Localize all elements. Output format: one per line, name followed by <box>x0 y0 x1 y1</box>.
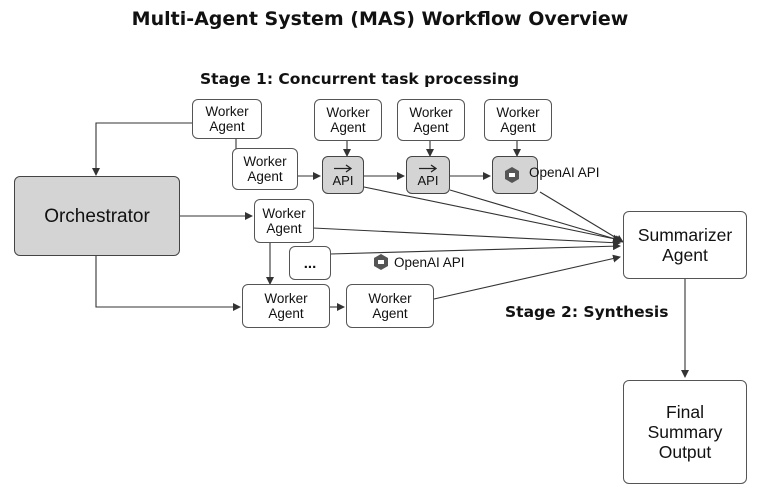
edge-worker1-orchestrator <box>92 122 192 176</box>
final-summary-label: Final Summary Output <box>647 402 723 462</box>
arrow-right-icon <box>419 163 438 173</box>
edge-ellipsis-summarizer <box>329 242 621 255</box>
worker-agent-box: Worker Agent <box>254 199 314 243</box>
diagram-title: Multi-Agent System (MAS) Workflow Overvi… <box>131 8 629 30</box>
api-box: API <box>406 156 450 194</box>
openai-api-text: OpenAI API <box>529 165 600 180</box>
ellipsis-box: ... <box>289 246 331 280</box>
openai-api-label-mid: OpenAI API <box>372 253 465 271</box>
worker-agent-label: Worker Agent <box>264 291 308 321</box>
edge-openai-summarizer <box>539 191 624 243</box>
openai-api-label-top: OpenAI API <box>529 165 600 180</box>
summarizer-label: Summarizer Agent <box>637 225 733 265</box>
orchestrator-box: Orchestrator <box>14 176 180 256</box>
worker-agent-label: Worker Agent <box>368 291 412 321</box>
api-label: API <box>332 172 354 188</box>
arrow-right-icon <box>334 163 353 173</box>
openai-api-box <box>492 156 538 194</box>
worker-agent-box: Worker Agent <box>192 99 262 139</box>
worker-agent-box: Worker Agent <box>242 284 330 328</box>
final-summary-output-box: Final Summary Output <box>623 380 747 484</box>
worker-agent-box: Worker Agent <box>397 99 465 141</box>
worker-agent-box: Worker Agent <box>314 99 382 141</box>
edge-worker8-summarizer <box>433 254 621 300</box>
edge-api1-summarizer <box>363 186 621 243</box>
ellipsis-label: ... <box>303 254 317 272</box>
orchestrator-label: Orchestrator <box>44 205 150 227</box>
stage-2-label: Stage 2: Synthesis <box>505 303 669 321</box>
worker-agent-box: Worker Agent <box>232 148 298 190</box>
openai-hex-icon <box>374 254 388 270</box>
worker-agent-label: Worker Agent <box>205 104 249 134</box>
api-label: API <box>417 172 439 188</box>
worker-agent-box: Worker Agent <box>346 284 434 328</box>
worker-agent-label: Worker Agent <box>326 105 370 135</box>
worker-agent-label: Worker Agent <box>496 105 540 135</box>
openai-api-text: OpenAI API <box>394 254 465 270</box>
summarizer-agent-box: Summarizer Agent <box>623 211 747 279</box>
edge-api2-summarizer <box>449 189 623 243</box>
openai-hex-icon <box>505 167 519 183</box>
worker-agent-label: Worker Agent <box>409 105 453 135</box>
worker-agent-label: Worker Agent <box>262 206 306 236</box>
edge-orchestrator-worker7 <box>95 256 241 311</box>
worker-agent-label: Worker Agent <box>243 154 287 184</box>
stage-1-label: Stage 1: Concurrent task processing <box>200 70 520 88</box>
edge-worker6-summarizer <box>312 227 621 247</box>
worker-agent-box: Worker Agent <box>484 99 552 141</box>
api-box: API <box>322 156 364 194</box>
